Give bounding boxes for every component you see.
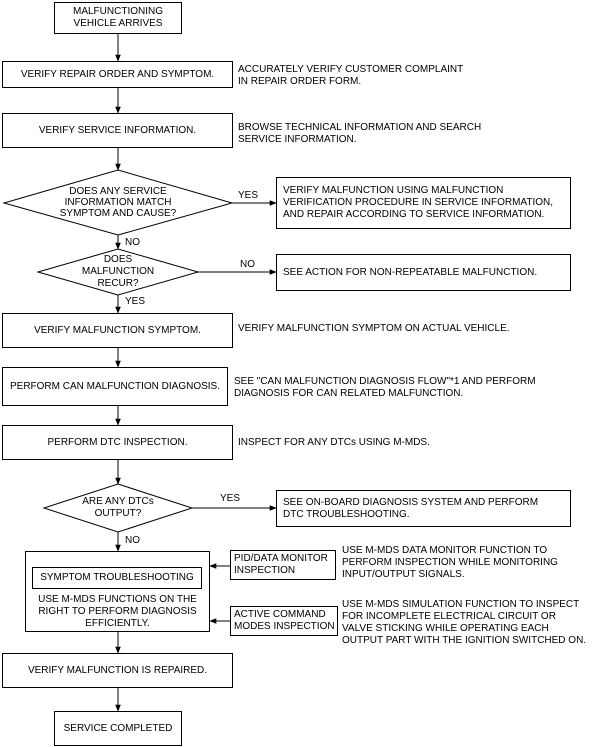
decision-si-match-label: DOES ANY SERVICE INFORMATION MATCH SYMPT…	[59, 186, 177, 219]
step-vehicle-arrives: MALFUNCTIONING VEHICLE ARRIVES	[54, 2, 182, 34]
label-recur-no: NO	[240, 259, 255, 270]
note-verify-symptom: VERIFY MALFUNCTION SYMPTOM ON ACTUAL VEH…	[238, 323, 510, 334]
note-verify-repair-order: ACCURATELY VERIFY CUSTOMER COMPLAINT IN …	[238, 64, 464, 87]
step-service-completed: SERVICE COMPLETED	[54, 711, 182, 746]
label-dtc-output-yes: YES	[220, 493, 241, 504]
note-can-diagnosis: SEE "CAN MALFUNCTION DIAGNOSIS FLOW"*1 A…	[234, 376, 536, 399]
decision-si-match-diamond	[2, 169, 234, 236]
action-active-command: ACTIVE COMMAND MODES INSPECTION	[230, 606, 338, 636]
decision-recur-diamond	[36, 248, 200, 296]
label-recur-yes: YES	[125, 296, 146, 307]
step-verify-symptom: VERIFY MALFUNCTION SYMPTOM.	[2, 313, 233, 348]
note-pid-inspection: USE M-MDS DATA MONITOR FUNCTION TO PERFO…	[342, 545, 558, 580]
step-verify-repaired: VERIFY MALFUNCTION IS REPAIRED.	[2, 653, 233, 688]
symptom-troubleshooting-note: USE M-MDS FUNCTIONS ON THE RIGHT TO PERF…	[38, 594, 197, 629]
action-pid-inspection: PID/DATA MONITOR INSPECTION	[230, 550, 336, 580]
label-dtc-output-no: NO	[125, 535, 140, 546]
note-dtc-inspection: INSPECT FOR ANY DTCs USING M-MDS.	[238, 437, 430, 448]
action-dtc-yes: SEE ON-BOARD DIAGNOSIS SYSTEM AND PERFOR…	[276, 490, 571, 527]
note-verify-service-info: BROWSE TECHNICAL INFORMATION AND SEARCH …	[238, 122, 482, 145]
action-recur-no: SEE ACTION FOR NON-REPEATABLE MALFUNCTIO…	[276, 254, 571, 291]
label-si-match-no: NO	[125, 237, 140, 248]
step-verify-service-info: VERIFY SERVICE INFORMATION.	[2, 113, 233, 148]
step-can-diagnosis: PERFORM CAN MALFUNCTION DIAGNOSIS.	[2, 367, 228, 406]
step-symptom-troubleshooting-container	[25, 551, 210, 632]
action-si-yes: VERIFY MALFUNCTION USING MALFUNCTION VER…	[276, 177, 571, 229]
step-symptom-troubleshooting: SYMPTOM TROUBLESHOOTING	[32, 567, 202, 589]
decision-dtc-output-label: ARE ANY DTCs OUTPUT?	[82, 496, 154, 519]
note-active-command: USE M-MDS SIMULATION FUNCTION TO INSPECT…	[342, 599, 587, 646]
step-dtc-inspection: PERFORM DTC INSPECTION.	[2, 425, 233, 460]
decision-recur-label: DOES MALFUNCTION RECUR?	[81, 254, 155, 289]
label-si-match-yes: YES	[238, 190, 259, 201]
decision-dtc-output-diamond	[42, 483, 194, 533]
step-verify-repair-order: VERIFY REPAIR ORDER AND SYMPTOM.	[2, 61, 233, 88]
